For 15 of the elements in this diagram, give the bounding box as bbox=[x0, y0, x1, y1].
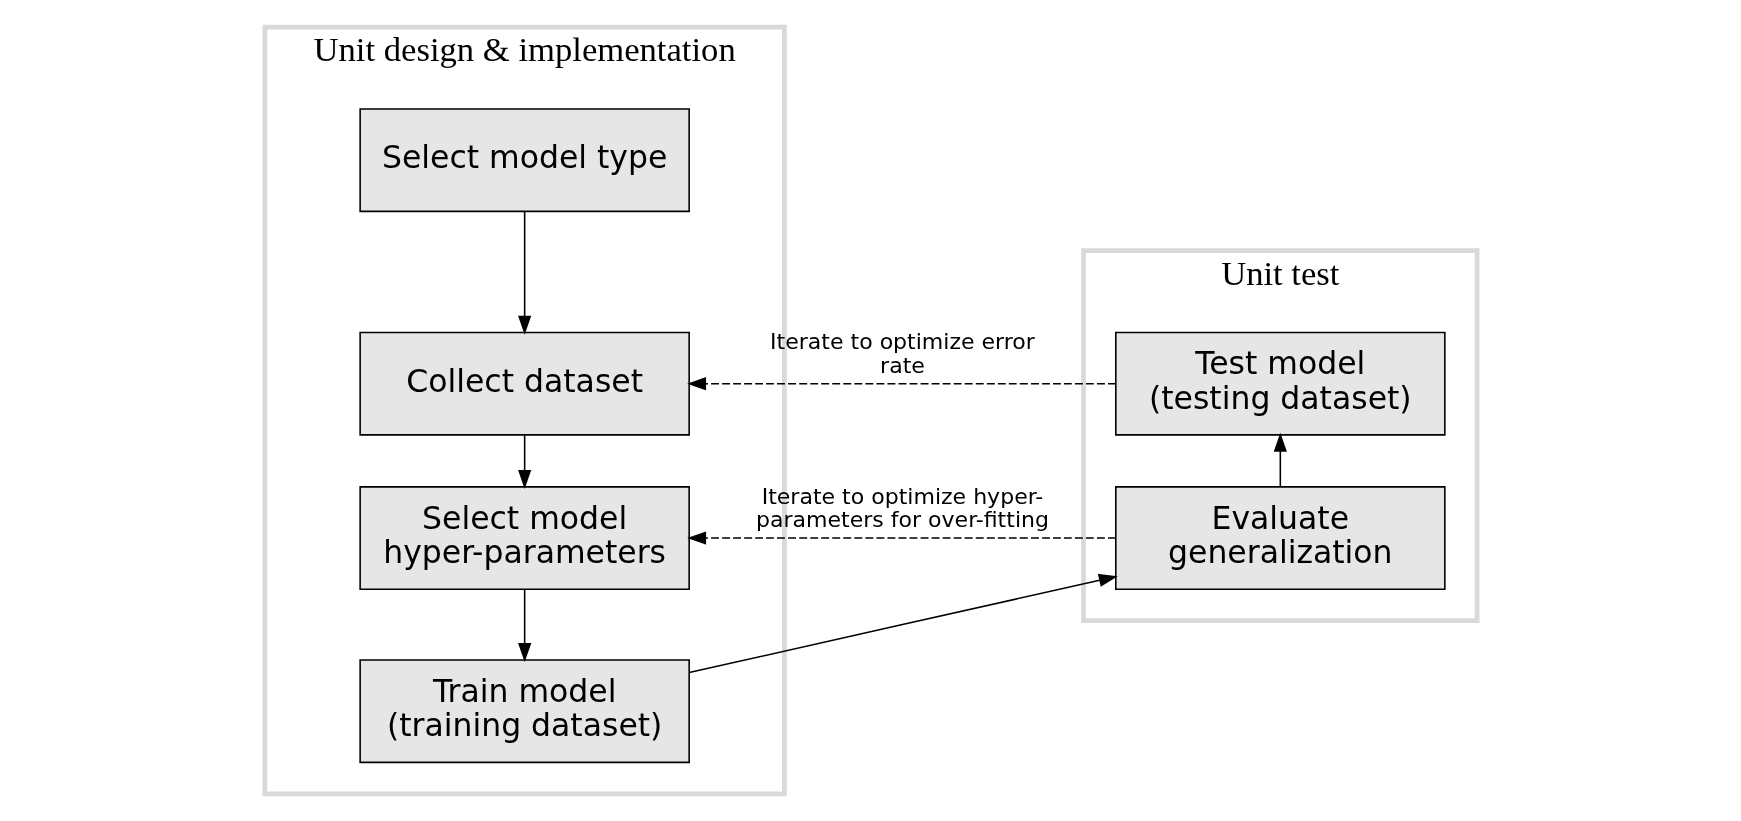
node-box: Train model (training dataset) bbox=[358, 659, 690, 764]
node-box: Collect dataset bbox=[358, 331, 690, 436]
node-box: Test model (testing dataset) bbox=[1114, 331, 1446, 436]
node-box: Select model type bbox=[358, 108, 690, 213]
arrow bbox=[1273, 432, 1287, 488]
arrow bbox=[517, 211, 531, 335]
edge-label: Iterate to optimize error rate bbox=[769, 329, 1035, 379]
arrow bbox=[687, 573, 1118, 674]
arrow bbox=[517, 434, 531, 489]
arrow bbox=[686, 377, 1117, 391]
node-box: Evaluate generalization bbox=[1114, 486, 1446, 590]
arrow bbox=[517, 588, 531, 662]
node-box: Select model hyper-parameters bbox=[358, 486, 690, 590]
edge-label: Iterate to optimize hyper-parameters for over-fitting bbox=[755, 483, 1049, 533]
arrow bbox=[686, 531, 1117, 545]
